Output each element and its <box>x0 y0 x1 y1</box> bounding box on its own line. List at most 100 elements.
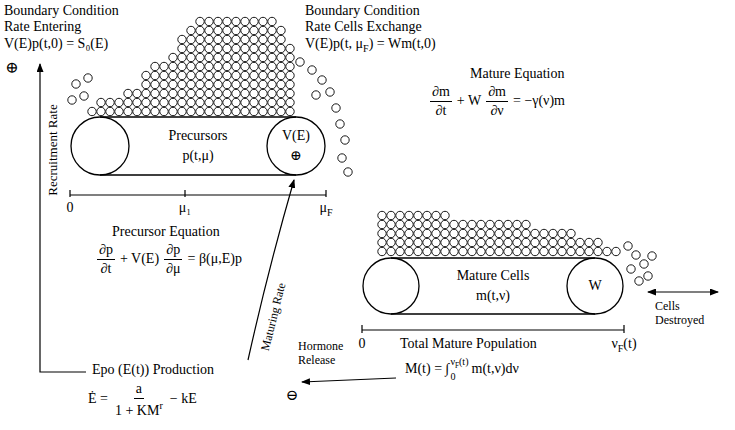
cell-dot <box>558 238 566 246</box>
hormone-arrow <box>302 378 396 382</box>
cell-dot <box>632 251 640 259</box>
cell-dot <box>169 62 177 70</box>
cell-dot <box>250 107 258 115</box>
cell-dot <box>495 238 503 246</box>
cell-dot <box>250 17 258 25</box>
cell-dot <box>259 35 267 43</box>
cell-dot <box>178 71 186 79</box>
cell-dot <box>405 238 413 246</box>
cell-dot <box>205 89 213 97</box>
cell-dot <box>576 247 584 255</box>
label-text: μ <box>319 200 327 215</box>
label-group: Boundary Condition <box>305 3 420 19</box>
cell-dot <box>151 98 159 106</box>
cell-dot <box>169 107 177 115</box>
maturing-arrow <box>248 180 294 360</box>
cell-dot <box>405 211 413 219</box>
cell-dot <box>567 238 575 246</box>
cell-dot <box>495 220 503 228</box>
cell-dot <box>450 247 458 255</box>
cell-dot <box>513 238 521 246</box>
cell-dot <box>259 98 267 106</box>
label-text: ) = Wm(t,0) <box>369 36 436 51</box>
label-group: 0 <box>359 336 366 352</box>
cell-dot <box>603 247 611 255</box>
cell-dot <box>250 53 258 61</box>
label-text: − kE <box>170 391 197 406</box>
cell-dot <box>594 238 602 246</box>
cell-dot <box>160 89 168 97</box>
label-text: μ₁ <box>179 200 191 215</box>
label-text: ∂m <box>488 84 506 99</box>
label-text: Maturing Rate <box>258 281 288 352</box>
lower-limit: 0 <box>450 371 468 384</box>
cell-dot <box>133 89 141 97</box>
cell-dot <box>414 229 422 237</box>
fraction: ∂m∂t <box>430 84 452 119</box>
cell-dot <box>312 91 320 99</box>
cell-dot <box>178 44 186 52</box>
cell-dot <box>277 98 285 106</box>
cell-dot <box>277 26 285 34</box>
cell-dot <box>196 98 204 106</box>
cell-dot <box>396 238 404 246</box>
cell-dot <box>232 26 240 34</box>
cell-dot <box>223 17 231 25</box>
fraction: a1 + KMr <box>113 381 165 419</box>
cell-dot <box>223 44 231 52</box>
label-text: + V(E) <box>120 251 159 266</box>
label-text: ∂t <box>101 261 112 276</box>
denominator: ∂t <box>434 102 449 119</box>
cell-dot <box>567 229 575 237</box>
cell-dot <box>513 229 521 237</box>
cell-dot <box>644 272 652 280</box>
cell-dot <box>477 229 485 237</box>
cell-dot <box>196 62 204 70</box>
label-group: V(E)p(t, μF) = Wm(t,0) <box>305 36 436 54</box>
cell-dot <box>486 220 494 228</box>
cell-dot <box>205 62 213 70</box>
cell-dot <box>308 66 316 74</box>
cell-dot <box>97 107 105 115</box>
cell-dot <box>214 44 222 52</box>
cell-dot <box>205 35 213 43</box>
cell-dot <box>635 277 643 285</box>
cell-dot <box>268 53 276 61</box>
cell-dot <box>387 247 395 255</box>
cell-dot <box>223 35 231 43</box>
node-text: Precursors <box>168 128 227 144</box>
axis-tick <box>70 190 326 197</box>
label-text: Boundary Condition <box>4 3 119 18</box>
cell-dot <box>286 44 294 52</box>
cell-dot <box>250 71 258 79</box>
label-group: ∂m∂t+ W∂m∂ν= −γ(ν)m <box>425 84 565 119</box>
cell-dot <box>338 154 346 162</box>
label-text: ∂ν <box>490 103 503 118</box>
cell-dot <box>187 53 195 61</box>
cell-dot <box>396 229 404 237</box>
cell-dot <box>196 17 204 25</box>
cell-dot <box>450 220 458 228</box>
cell-dot <box>169 98 177 106</box>
node-text-area: Mature Cellsm(t,ν) <box>420 257 566 315</box>
cell-dot <box>441 220 449 228</box>
cell-dot <box>477 220 485 228</box>
mature-axis <box>362 329 624 330</box>
cell-dot <box>205 17 213 25</box>
cell-dot <box>232 35 240 43</box>
cell-dot <box>432 211 440 219</box>
cell-dot <box>232 98 240 106</box>
label-text: ⊕ <box>5 59 18 76</box>
cell-dot <box>187 26 195 34</box>
cell-dot <box>477 238 485 246</box>
cell-dot <box>414 238 422 246</box>
cell-dot <box>268 89 276 97</box>
cell-dot <box>160 62 168 70</box>
cell-dot <box>205 98 213 106</box>
cell-dot <box>196 53 204 61</box>
cell-dot <box>277 44 285 52</box>
cell-dot <box>223 71 231 79</box>
cell-dot <box>558 229 566 237</box>
cell-dot <box>214 107 222 115</box>
cell-dot <box>495 229 503 237</box>
